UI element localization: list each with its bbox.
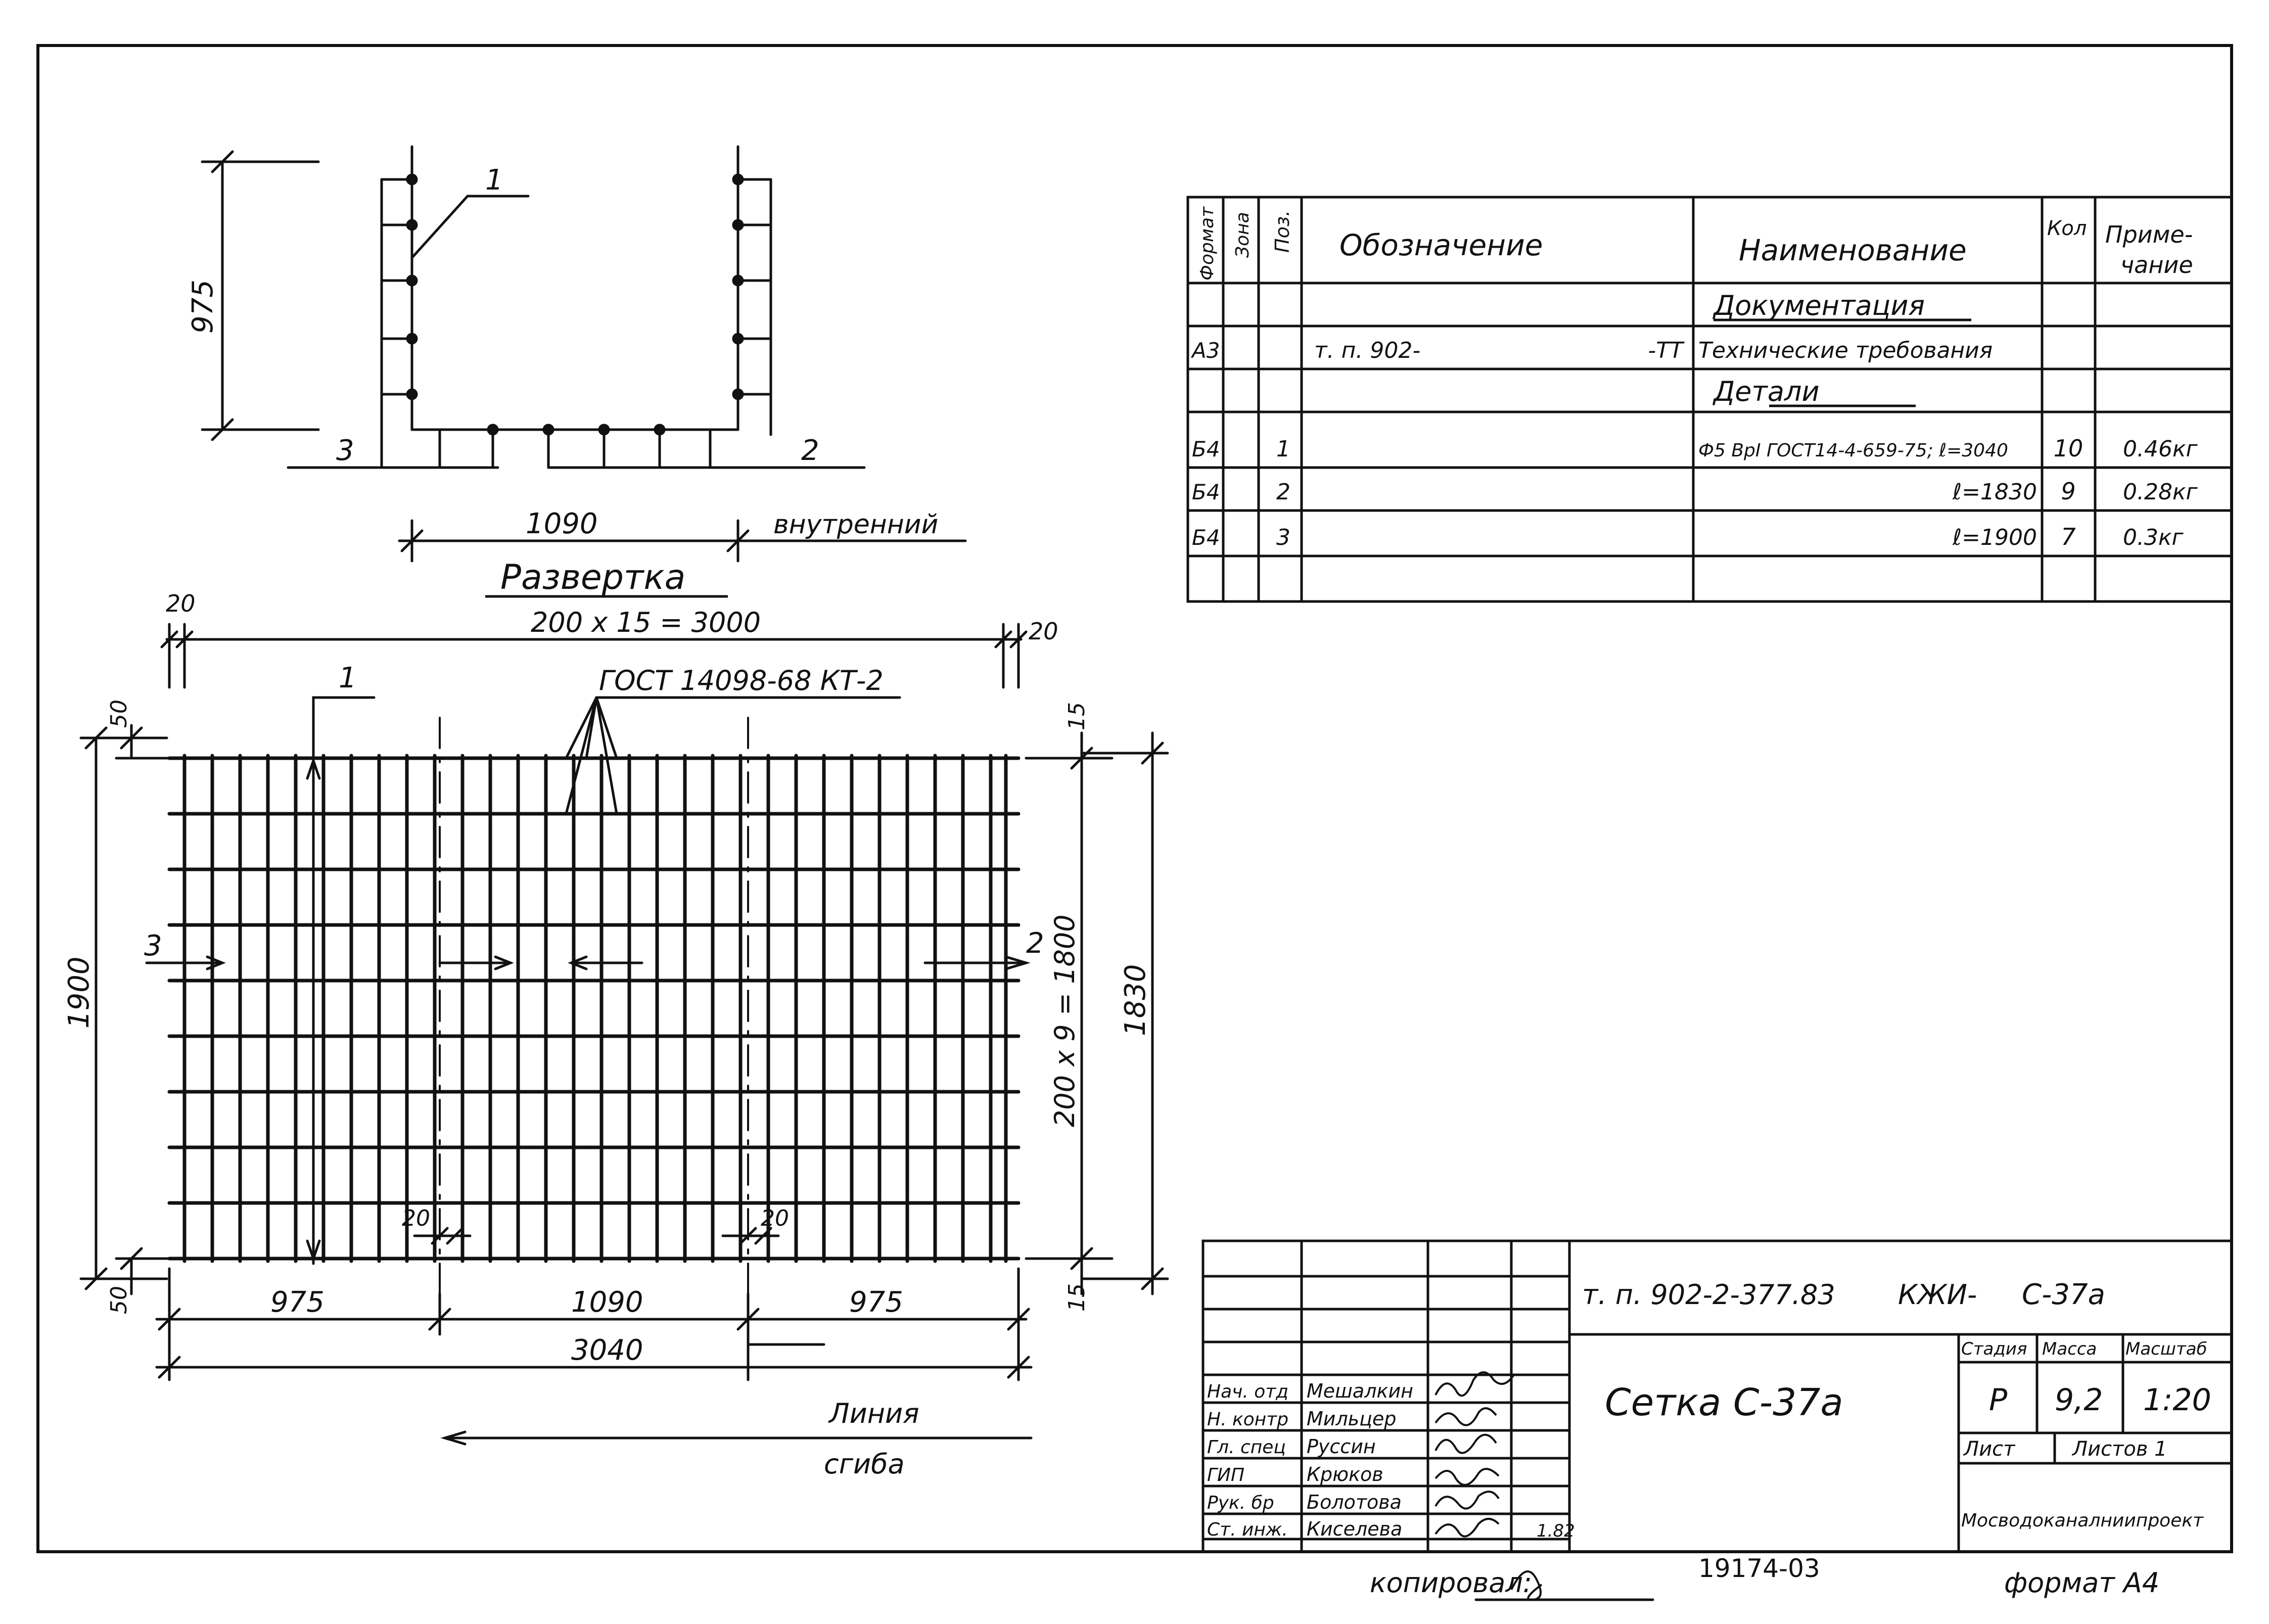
- tb-scale: 1:20: [2143, 1382, 2211, 1418]
- spec-cell-qty: 9: [2061, 478, 2075, 505]
- spec-cell-name: Детали: [1712, 376, 1820, 407]
- unfold-top-margin-left: 50: [106, 700, 132, 728]
- spec-cell-name: ℓ=1830: [1952, 479, 2037, 505]
- unfold-gost: ГОСТ 14098-68 КТ-2: [599, 665, 884, 697]
- top-view-label-left: 3: [336, 434, 354, 467]
- spec-cell-name: ℓ=1900: [1952, 525, 2037, 550]
- spec-cell-designation-suffix: -ТТ: [1648, 338, 1685, 363]
- spec-cell-format: А3: [1190, 338, 1220, 363]
- unfold-bottom-margin-left: 50: [106, 1286, 132, 1314]
- tb-code2: КЖИ-: [1898, 1279, 1977, 1311]
- tb-person-name: Руссин: [1307, 1435, 1376, 1458]
- specification-table: [1186, 196, 2233, 603]
- tb-person-role: Н. контр: [1207, 1409, 1288, 1430]
- tb-person-name: Мешалкин: [1307, 1380, 1413, 1402]
- top-view-pos-label: 1: [485, 164, 503, 197]
- unfold-edge-left: 20: [166, 590, 196, 617]
- top-view-label-right: 2: [801, 434, 819, 467]
- tb-person-role: Рук. бр: [1207, 1493, 1274, 1513]
- unfold-pos1: 1: [339, 662, 357, 694]
- tb-scale-label: Масштаб: [2125, 1339, 2207, 1359]
- spec-header-pos: Поз.: [1271, 210, 1293, 253]
- spec-cell-designation: т. п. 902-: [1314, 338, 1420, 363]
- tb-sheets-label: Листов 1: [2071, 1437, 2167, 1461]
- spec-cell-qty: 7: [2061, 523, 2075, 550]
- tb-mass: 9,2: [2055, 1382, 2103, 1418]
- tb-person-name: Киселева: [1307, 1518, 1402, 1540]
- spec-cell-format: Б4: [1192, 437, 1220, 461]
- spec-cell-name: Технические требования: [1698, 338, 1993, 363]
- spec-header-zone: Зона: [1232, 212, 1253, 258]
- top-view-drawing: [201, 145, 967, 563]
- unfold-bend-line: Линия: [828, 1398, 919, 1429]
- unfold-seg2: 1090: [571, 1286, 643, 1319]
- unfold-bend-line2: сгиба: [824, 1448, 905, 1480]
- unfold-gap-a: 20: [402, 1205, 430, 1231]
- spec-header-format: Формат: [1197, 206, 1218, 281]
- unfold-seg3: 975: [849, 1286, 903, 1319]
- spec-header-designation: Обозначение: [1339, 228, 1543, 262]
- tb-code: т. п. 902-2-377.83: [1582, 1279, 1835, 1311]
- spec-cell-name: Ф5 ВрI ГОСТ14-4-659-75; ℓ=3040: [1698, 440, 2008, 461]
- spec-header-name: Наименование: [1739, 233, 1967, 267]
- tb-sheet-label: Лист: [1963, 1437, 2016, 1461]
- tb-code3: С-37а: [2022, 1278, 2105, 1311]
- unfold-mid-label-left: 3: [144, 930, 162, 962]
- tb-stage: Р: [1989, 1382, 2008, 1418]
- footer-copied: копировал:: [1370, 1567, 1532, 1599]
- unfold-title: Развертка: [500, 558, 685, 597]
- tb-person-role: ГИП: [1207, 1465, 1244, 1486]
- tb-org: Мосводоканалниипроект: [1961, 1510, 2204, 1531]
- footer-inv: 19174-03: [1698, 1554, 1820, 1583]
- tb-person-role: Гл. спец: [1207, 1437, 1286, 1458]
- spec-cell-qty: 10: [2054, 435, 2083, 462]
- unfold-right-outer-dim: 1830: [1119, 964, 1152, 1036]
- tb-mass-label: Масса: [2042, 1339, 2097, 1359]
- mesh-development-drawing: [79, 623, 1169, 1446]
- footer-format: формат А4: [2004, 1567, 2159, 1599]
- unfold-top-dim: 200 x 15 = 3000: [531, 607, 761, 638]
- spec-cell-pos: 1: [1276, 436, 1290, 462]
- top-view-width-note: внутренний: [773, 509, 938, 540]
- spec-cell-note: 0.46кг: [2123, 436, 2198, 462]
- spec-header-qty: Кол: [2047, 217, 2087, 240]
- spec-cell-name: Документация: [1712, 290, 1925, 321]
- unfold-left-height: 1900: [63, 956, 96, 1029]
- spec-cell-format: Б4: [1192, 480, 1220, 504]
- sheet-frame: [36, 44, 2233, 1553]
- tb-person-name: Крюков: [1307, 1463, 1383, 1486]
- top-view-width-dim: 1090: [526, 507, 598, 540]
- unfold-edge-right: 20: [1029, 618, 1058, 645]
- tb-person-name: Мильцер: [1307, 1408, 1397, 1430]
- spec-cell-pos: 3: [1276, 525, 1290, 550]
- unfold-bottom-margin-right: 15: [1064, 1283, 1090, 1312]
- tb-person-role: Ст. инж.: [1207, 1519, 1288, 1540]
- tb-sign-date: 1.82: [1537, 1521, 1575, 1541]
- spec-cell-note: 0.28кг: [2123, 479, 2198, 505]
- unfold-top-margin-right: 15: [1064, 702, 1090, 730]
- spec-cell-note: 0.3кг: [2123, 525, 2184, 550]
- tb-person-role: Нач. отд: [1207, 1381, 1288, 1402]
- signatures: [1434, 1371, 1543, 1601]
- unfold-total: 3040: [571, 1334, 643, 1367]
- spec-cell-format: Б4: [1192, 525, 1220, 550]
- unfold-gap-b: 20: [761, 1205, 789, 1231]
- tb-person-name: Болотова: [1307, 1491, 1402, 1513]
- spec-header-note-2: чание: [2120, 251, 2193, 279]
- unfold-seg1: 975: [270, 1286, 325, 1319]
- top-view-height-dim: 975: [187, 280, 219, 334]
- tb-stage-label: Стадия: [1961, 1339, 2027, 1359]
- spec-cell-pos: 2: [1276, 479, 1290, 505]
- unfold-right-inner-dim: 200 x 9 = 1800: [1049, 914, 1081, 1127]
- tb-title: Сетка С-37а: [1605, 1381, 1843, 1424]
- title-block: [1201, 1239, 2233, 1601]
- spec-header-note: Приме-: [2105, 221, 2193, 248]
- unfold-mid-label-right: 2: [1026, 927, 1044, 960]
